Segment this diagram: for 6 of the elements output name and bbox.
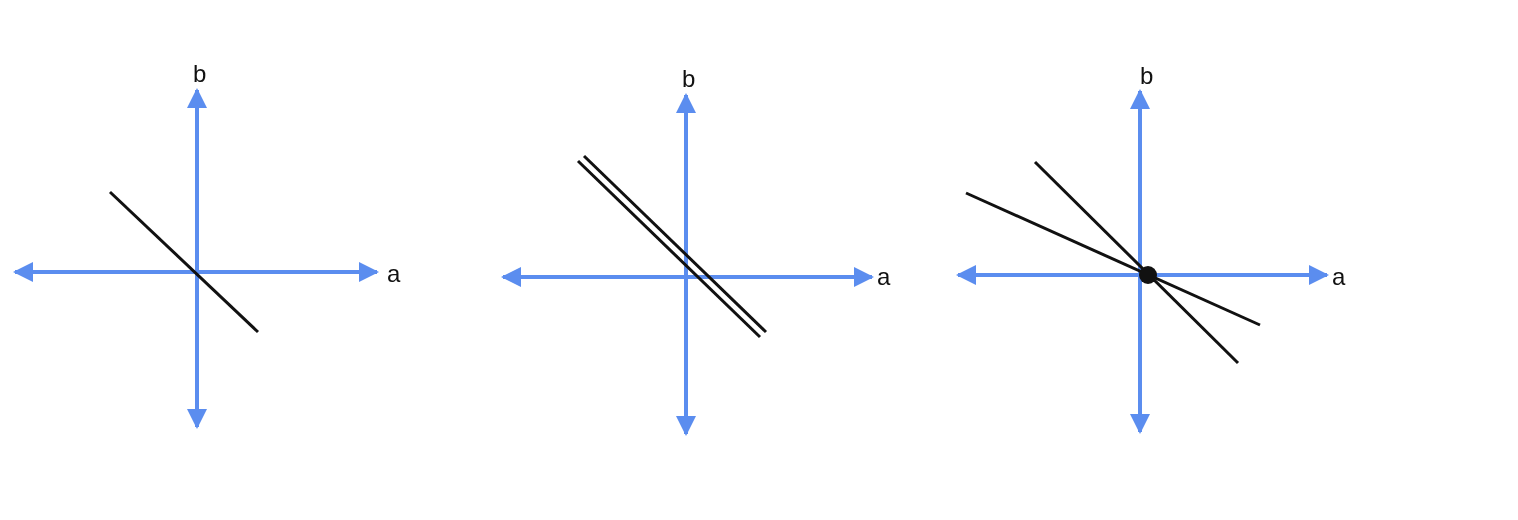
axis-label: a [877, 265, 891, 289]
axis-label: b [1140, 64, 1154, 88]
axis-label: a [387, 262, 401, 286]
axis-label: b [193, 62, 207, 86]
axis-label: b [682, 67, 696, 91]
axis-label: a [1332, 265, 1346, 289]
